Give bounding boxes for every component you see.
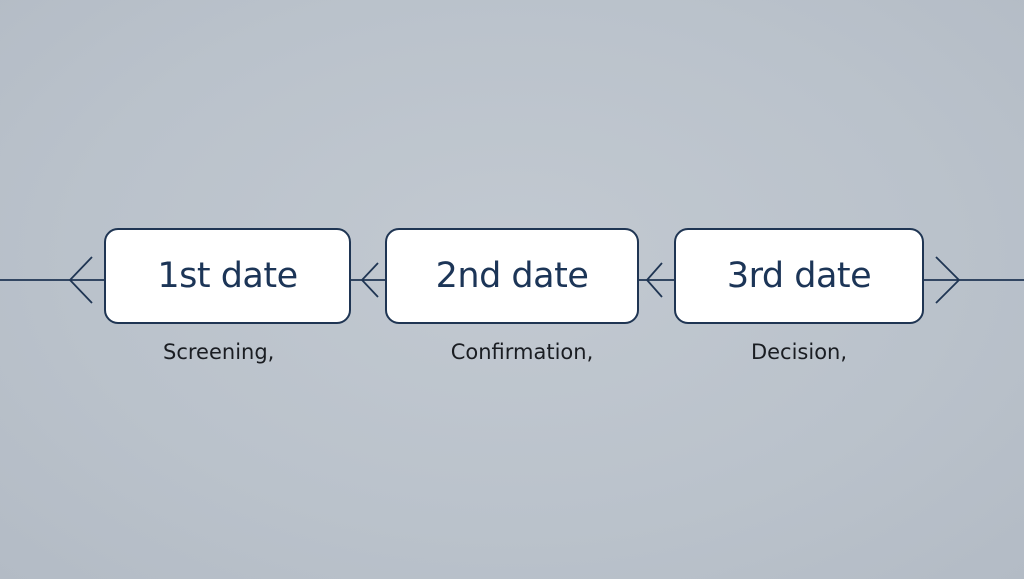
stage-label: 2nd date (435, 256, 589, 296)
stage-box-3: 3rd date (674, 228, 924, 324)
right-chevron-icon (935, 256, 961, 304)
left-chevron-icon (68, 256, 93, 304)
chevron-left-icon (360, 262, 379, 298)
stage-box-2: 2nd date (385, 228, 639, 324)
stage-caption-2: Confirmation, (450, 340, 594, 364)
stage-box-1: 1st date (104, 228, 351, 324)
stage-caption-3: Decision, (750, 340, 848, 364)
stage-label: 1st date (157, 256, 298, 296)
chevron-left-icon (645, 262, 663, 298)
stage-label: 3rd date (726, 256, 872, 296)
stage-caption-1: Screening, (163, 340, 275, 364)
